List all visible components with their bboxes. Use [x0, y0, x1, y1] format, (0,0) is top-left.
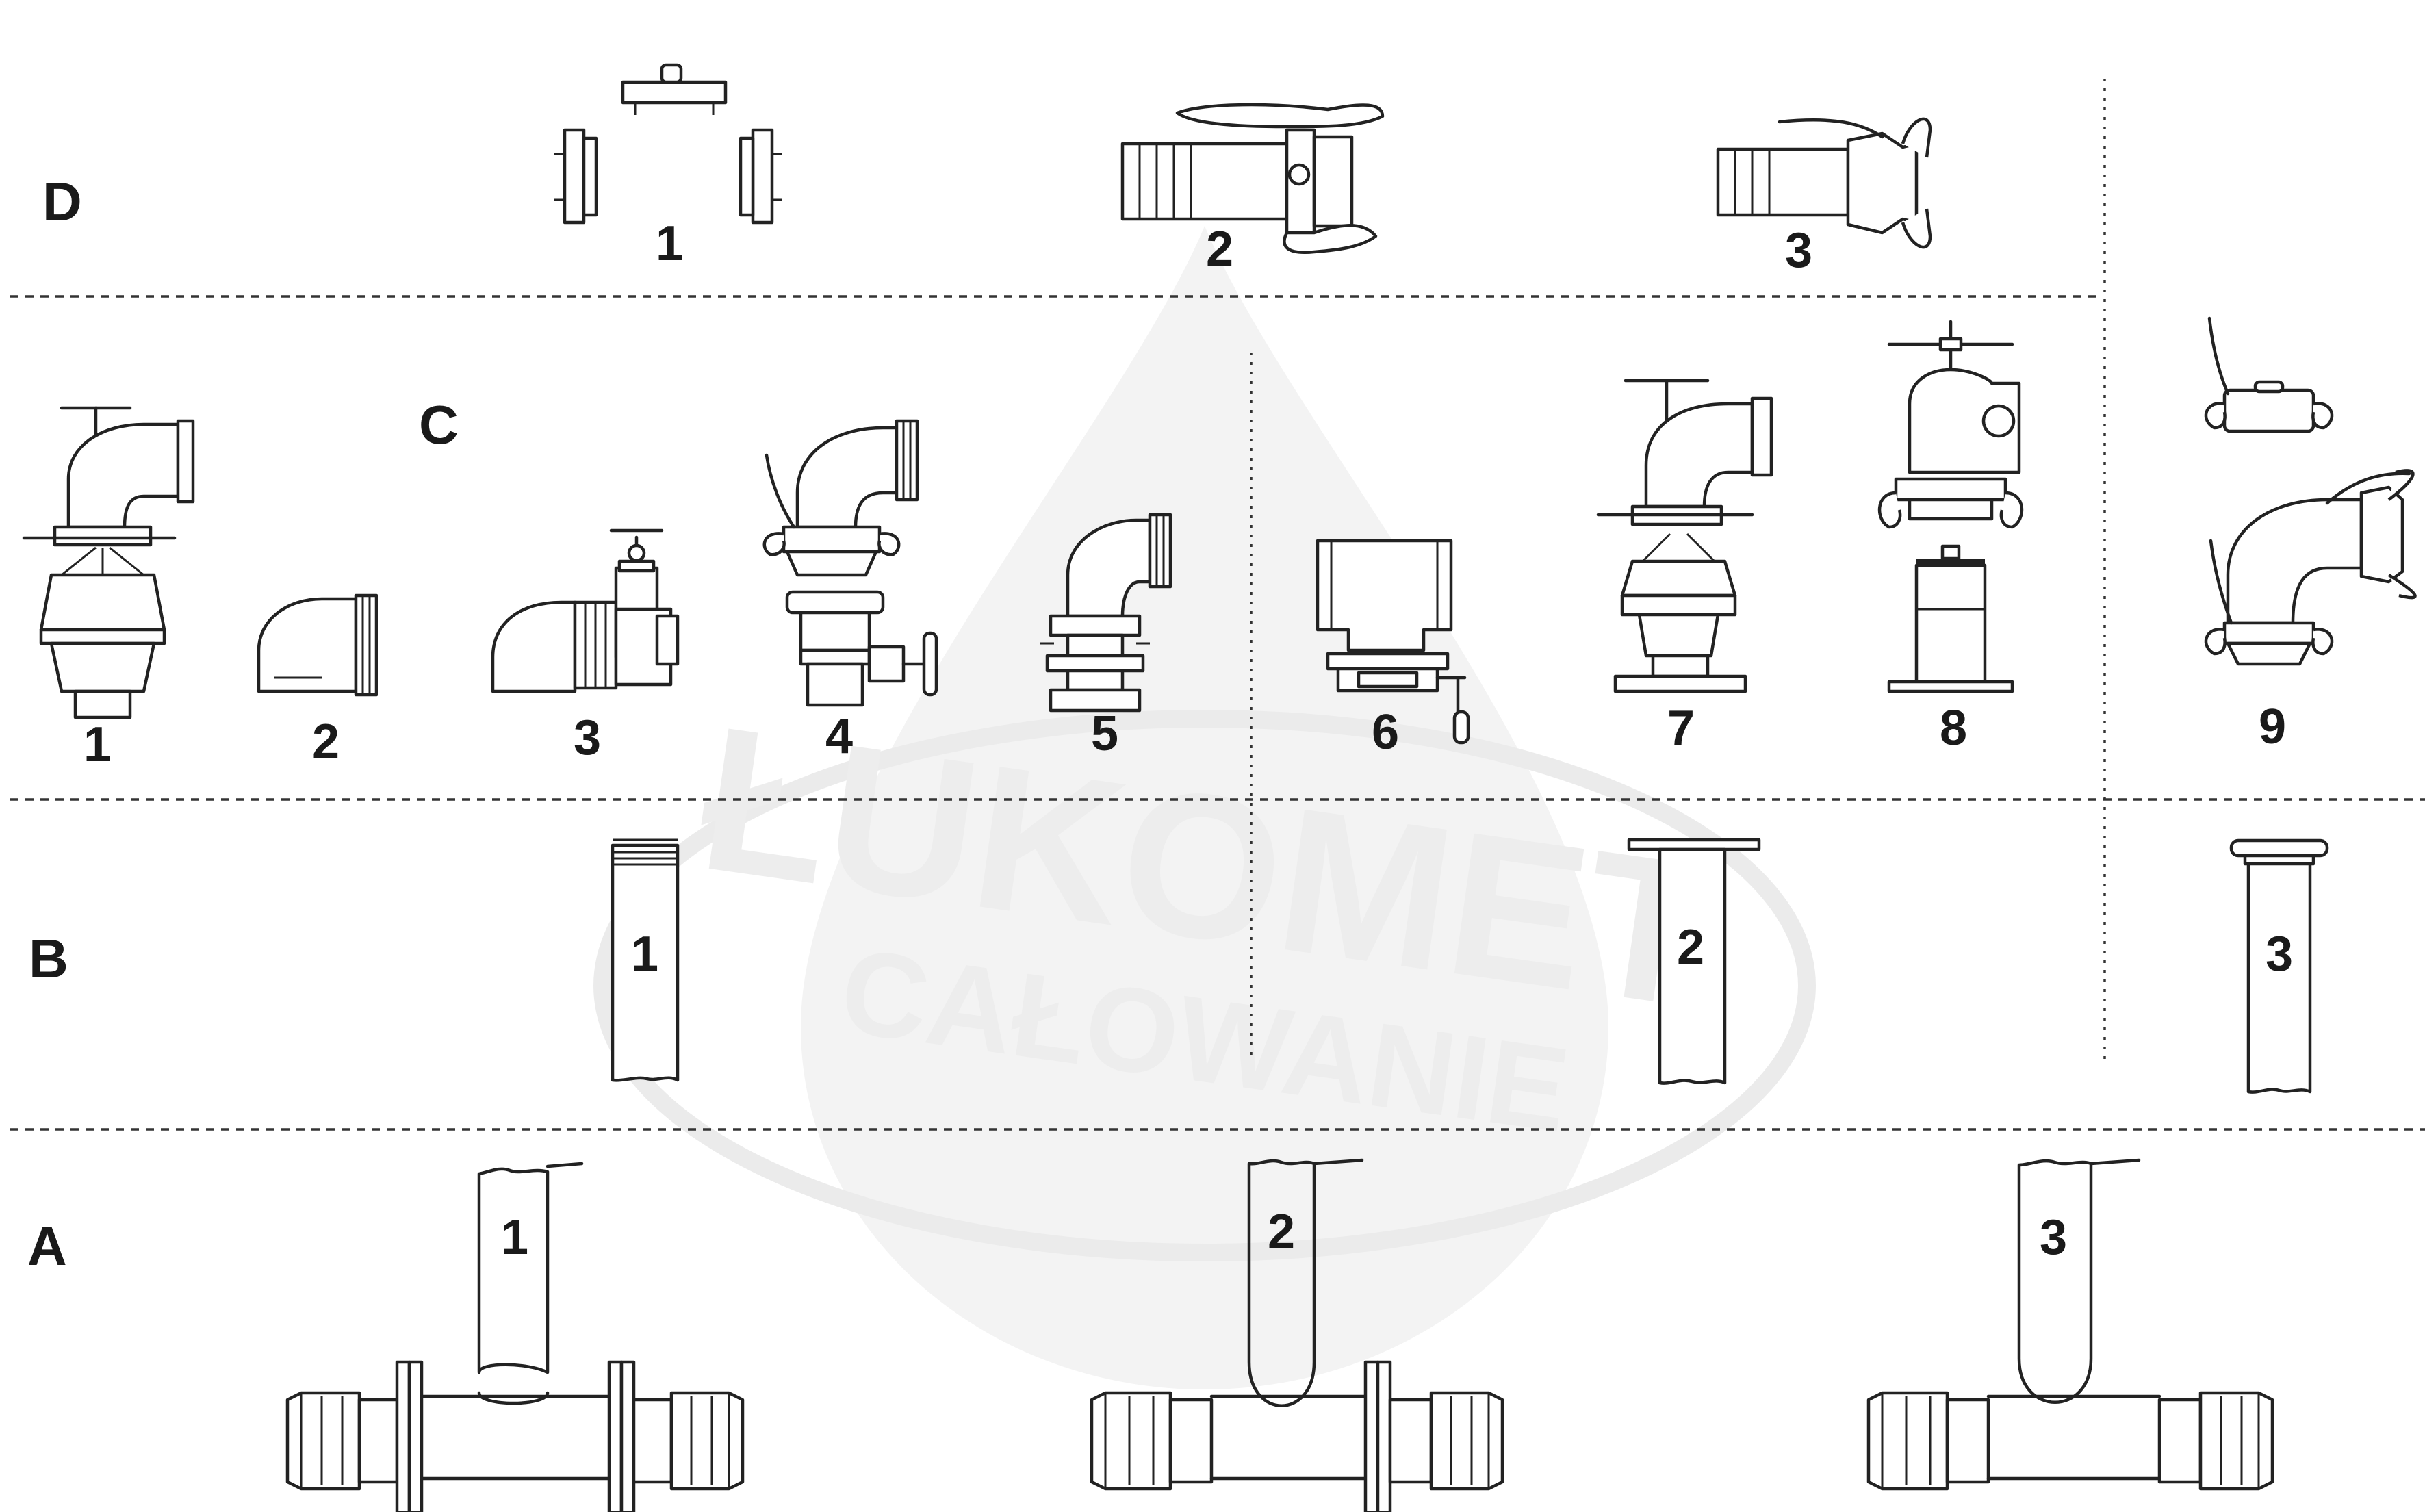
- row-a-item-3-drawing: [1866, 1158, 2274, 1491]
- row-c-item-9-number: 9: [2259, 700, 2286, 754]
- row-d-item-2-number: 2: [1206, 222, 1233, 277]
- row-label-c: C: [419, 394, 459, 455]
- row-d-item-2-drawing: [1120, 103, 1385, 255]
- row-c-item-6-drawing: [1316, 539, 1470, 745]
- row-c-item-2-number: 2: [312, 715, 339, 769]
- row-c-item-6-number: 6: [1372, 705, 1399, 760]
- row-a-item-2-number: 2: [1268, 1205, 1295, 1259]
- row-b-item-1-number: 1: [631, 927, 658, 982]
- row-d-item-3-drawing: [1716, 117, 1932, 249]
- row-a-item-3-number: 3: [2040, 1210, 2067, 1265]
- row-c-item-7-number: 7: [1667, 701, 1695, 756]
- row-d-item-3-number: 3: [1785, 223, 1812, 278]
- row-c-item-9-drawing: [2204, 316, 2417, 666]
- row-b-item-3-drawing: [2229, 838, 2329, 1094]
- row-c-item-3-drawing: [491, 528, 680, 693]
- separators: [10, 79, 2425, 1131]
- row-a-item-1-number: 1: [501, 1210, 528, 1265]
- row-b-item-1-drawing: [611, 838, 680, 1082]
- row-label-a: A: [27, 1216, 67, 1277]
- row-d-item-1-number: 1: [656, 216, 683, 271]
- row-b-item-2-drawing: [1627, 838, 1761, 1085]
- row-c-item-2-drawing: [257, 593, 378, 697]
- row-c-item-1-number: 1: [84, 717, 111, 772]
- row-c-item-8-drawing: [1877, 320, 2024, 693]
- row-b-item-2-number: 2: [1677, 920, 1704, 975]
- row-c-item-5-number: 5: [1091, 706, 1118, 761]
- row-c-item-7-drawing: [1596, 379, 1773, 693]
- row-b-item-3-number: 3: [2266, 927, 2293, 982]
- watermark: ŁUKOMET CAŁOWANIE: [593, 226, 1816, 1389]
- row-d-item-1-drawing: [554, 63, 782, 225]
- row-c-item-3-number: 3: [574, 710, 601, 765]
- row-labels: D C B A: [27, 171, 459, 1277]
- row-a-item-1-drawing: [285, 1162, 745, 1512]
- row-c-item-4-drawing: [762, 419, 938, 707]
- row-c-item-8-number: 8: [1940, 701, 1967, 756]
- row-c-item-5-drawing: [1040, 513, 1172, 713]
- row-label-d: D: [42, 171, 82, 232]
- row-c-item-4-number: 4: [825, 709, 853, 764]
- row-label-b: B: [29, 928, 68, 989]
- row-a-item-2-drawing: [1090, 1158, 1504, 1512]
- row-c-item-1-drawing: [22, 406, 195, 719]
